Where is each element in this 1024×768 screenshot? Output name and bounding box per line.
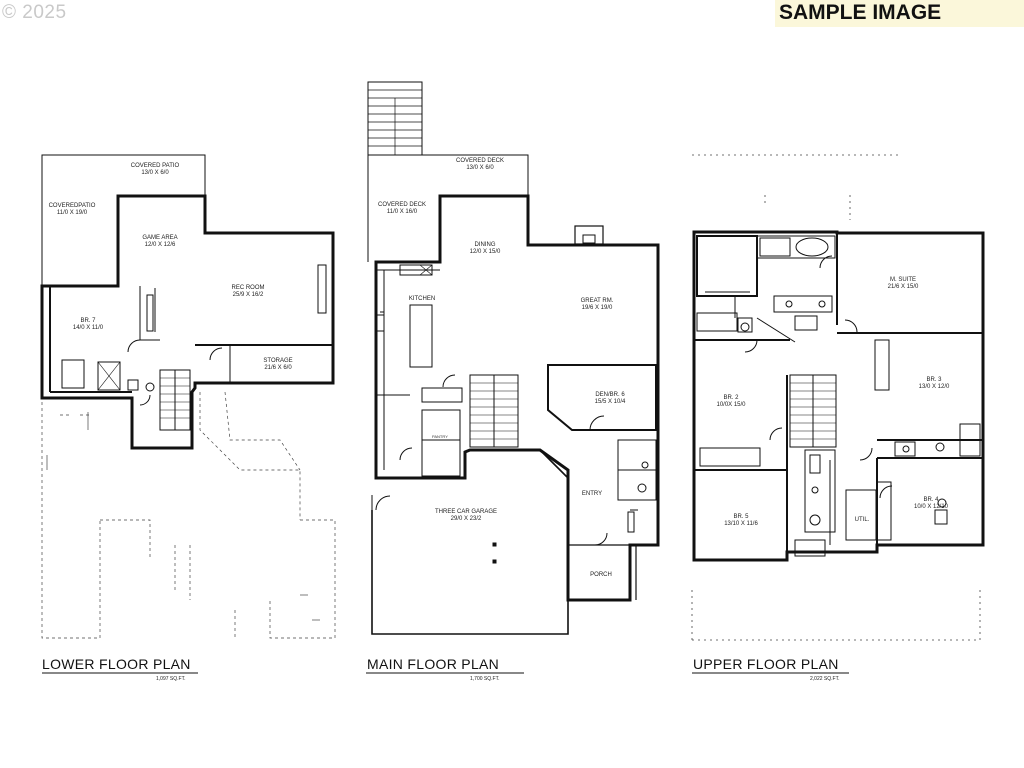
lower-floor-title: LOWER FLOOR PLAN [42,656,191,672]
room-kitchen: KITCHEN [408,296,436,302]
sample-image-badge: SAMPLE IMAGE [775,0,1024,27]
sample-image-label: SAMPLE IMAGE [779,1,942,24]
upper-floor-area: 2,022 SQ.FT. [810,676,840,682]
room-util: UTIL. [854,517,870,523]
room-porch: PORCH [590,572,612,578]
copyright-notice: © 2025 [2,2,67,23]
lower-floor-area: 1,097 SQ.FT. [156,676,186,682]
upper-floor-title: UPPER FLOOR PLAN [693,656,839,672]
upper-floor-drawing [691,154,985,674]
main-floor-title: MAIN FLOOR PLAN [367,656,500,672]
room-entry: ENTRY [581,491,603,497]
room-pantry: PANTRY [432,434,448,439]
main-floor-area: 1,700 SQ.FT. [470,676,500,682]
lower-floor-drawing [40,154,336,674]
main-floor-drawing [366,81,660,674]
room-great-room: GREAT RM.19/6 X 19/0 [580,298,614,311]
